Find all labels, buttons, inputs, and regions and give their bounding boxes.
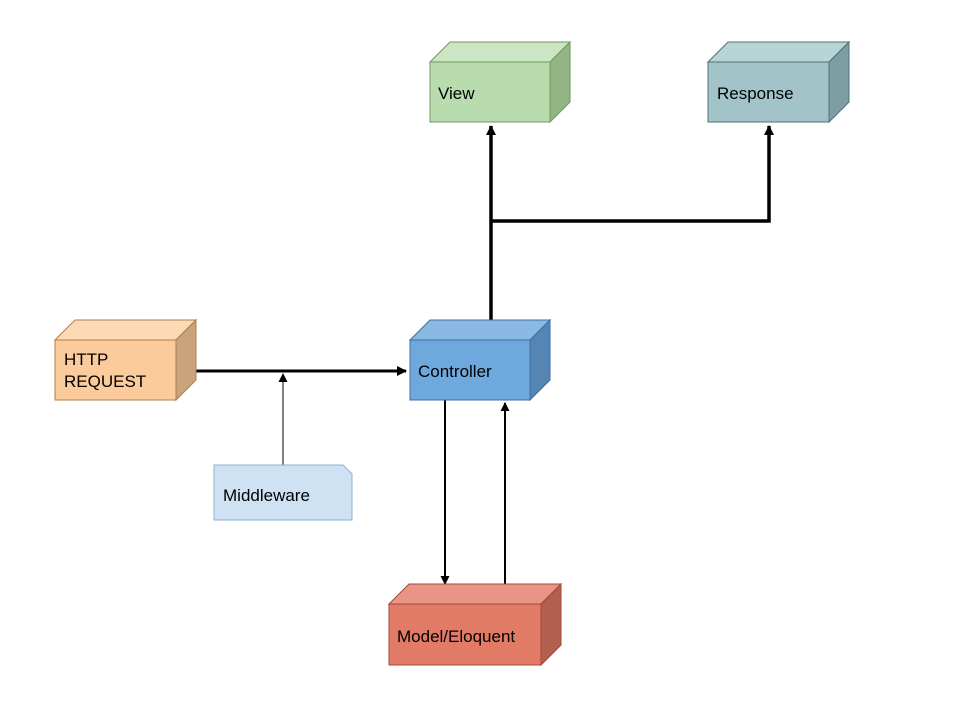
- edge-controller-to-response[interactable]: [491, 125, 774, 223]
- response-label: Response: [717, 84, 794, 103]
- model-cube-front: [388, 603, 542, 666]
- view-cube-top: [428, 41, 572, 63]
- response-cube-top: [706, 41, 851, 63]
- controller-label: Controller: [418, 362, 492, 381]
- edges: [176, 125, 774, 585]
- response-cube-front: [707, 61, 830, 123]
- http-request-cube-top: [53, 319, 198, 341]
- middleware-node[interactable]: Middleware: [213, 464, 353, 521]
- http-request-cube-front: [54, 339, 177, 401]
- model-eloquent-node[interactable]: Model/Eloquent: [387, 582, 563, 667]
- http-request-label-line2: REQUEST: [64, 372, 146, 391]
- model-cube-top: [387, 583, 563, 605]
- view-cube-front: [429, 61, 551, 123]
- view-label: View: [438, 84, 475, 103]
- response-node[interactable]: Response: [706, 40, 851, 124]
- middleware-note-shape: [213, 464, 353, 521]
- http-request-node[interactable]: HTTP REQUEST: [53, 318, 198, 402]
- http-request-label-line1: HTTP: [64, 350, 108, 369]
- view-node[interactable]: View: [428, 40, 572, 124]
- controller-cube-front: [409, 339, 531, 401]
- middleware-label: Middleware: [223, 486, 310, 505]
- model-eloquent-label: Model/Eloquent: [397, 627, 515, 646]
- controller-node[interactable]: Controller: [408, 318, 552, 402]
- controller-cube-top: [408, 319, 552, 341]
